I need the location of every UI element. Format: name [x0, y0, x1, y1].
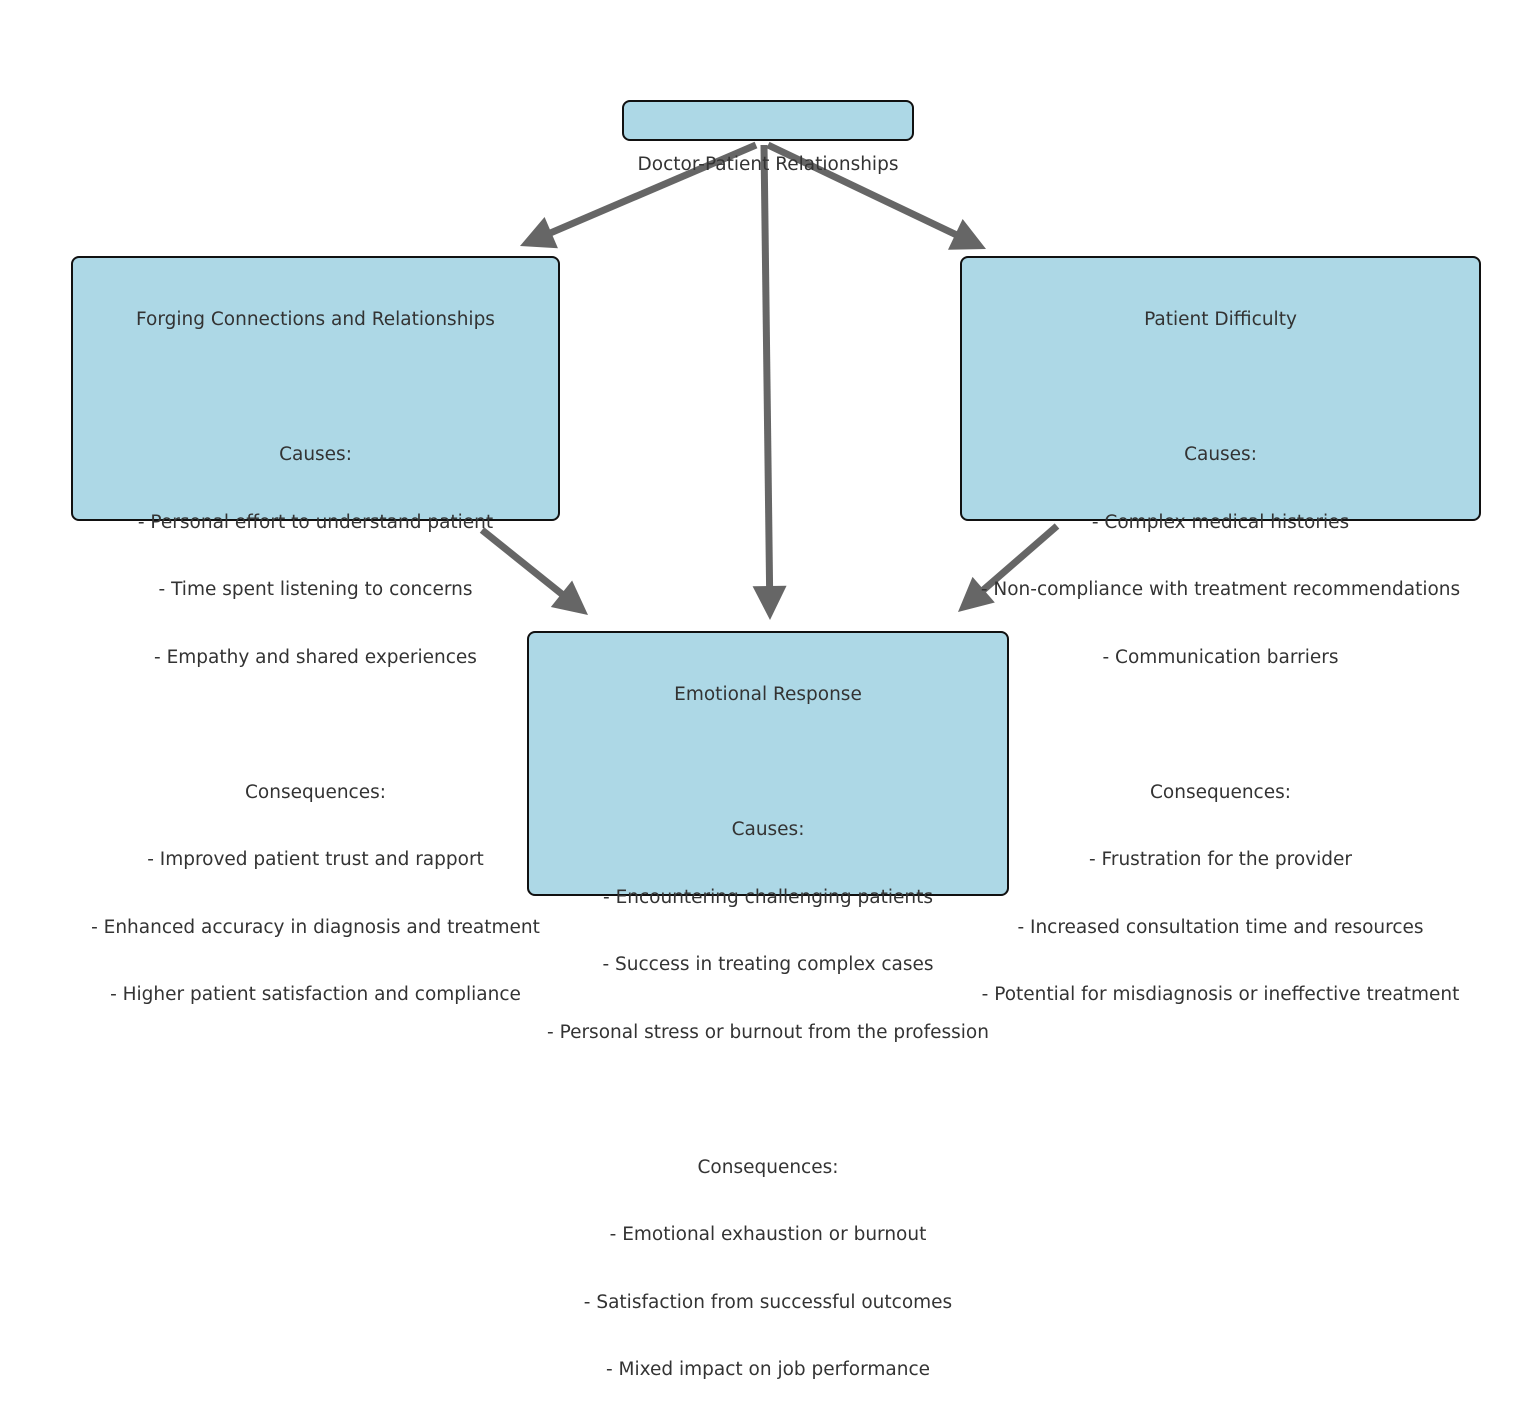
- arrow-root-to-emotional: [752, 144, 787, 620]
- cause-item: - Complex medical histories: [1091, 511, 1350, 533]
- consequence-item: - Enhanced accuracy in diagnosis and tre…: [91, 916, 540, 938]
- node-title: Patient Difficulty: [1144, 309, 1297, 330]
- causes-heading: Causes:: [1184, 444, 1257, 465]
- cause-item: - Personal stress or burnout from the pr…: [547, 1021, 989, 1043]
- consequences-heading: Consequences:: [697, 1156, 839, 1178]
- node-doctor-patient-relationships: Doctor-Patient Relationships: [622, 100, 914, 175]
- node-emotional-response: Emotional Response Causes: - Encounterin…: [527, 631, 1009, 1380]
- cause-item: - Time spent listening to concerns: [158, 579, 473, 600]
- consequences-heading: Consequences:: [1150, 781, 1291, 803]
- node-title: Forging Connections and Relationships: [136, 309, 495, 330]
- node-title: Emotional Response: [674, 684, 862, 705]
- spacer: [529, 752, 1007, 775]
- arrow-shaft: [760, 144, 774, 591]
- cause-item: - Personal effort to understand patient: [137, 511, 494, 533]
- consequences-heading: Consequences:: [245, 781, 386, 803]
- cause-item: - Communication barriers: [1102, 646, 1339, 668]
- spacer: [529, 1089, 1007, 1112]
- consequence-item: - Satisfaction from successful outcomes: [583, 1291, 953, 1313]
- arrow-head-icon: [752, 585, 787, 620]
- consequence-item: - Improved patient trust and rapport: [147, 849, 484, 870]
- consequence-item: - Frustration for the provider: [1089, 849, 1352, 870]
- cause-item: - Empathy and shared experiences: [154, 646, 477, 668]
- consequence-item: - Emotional exhaustion or burnout: [609, 1224, 927, 1245]
- node-patient-difficulty: Patient Difficulty Causes: - Complex med…: [960, 256, 1481, 1005]
- spacer: [73, 714, 558, 737]
- node-forging-connections: Forging Connections and Relationships Ca…: [71, 256, 560, 1005]
- arrow-head-icon: [520, 216, 558, 249]
- spacer: [962, 377, 1479, 400]
- causes-heading: Causes:: [279, 444, 352, 465]
- cause-item: - Success in treating complex cases: [602, 954, 934, 975]
- spacer: [962, 714, 1479, 737]
- cause-item: - Encountering challenging patients: [603, 886, 933, 908]
- node-title: Doctor-Patient Relationships: [637, 154, 899, 175]
- consequence-item: - Higher patient satisfaction and compli…: [110, 984, 521, 1005]
- spacer: [73, 377, 558, 400]
- consequence-item: - Mixed impact on job performance: [605, 1359, 931, 1380]
- consequence-item: - Potential for misdiagnosis or ineffect…: [981, 984, 1460, 1005]
- causes-heading: Causes:: [731, 819, 805, 840]
- consequence-item: - Increased consultation time and resour…: [1017, 916, 1424, 938]
- arrow-head-icon: [947, 219, 986, 250]
- cause-item: - Non-compliance with treatment recommen…: [980, 579, 1461, 600]
